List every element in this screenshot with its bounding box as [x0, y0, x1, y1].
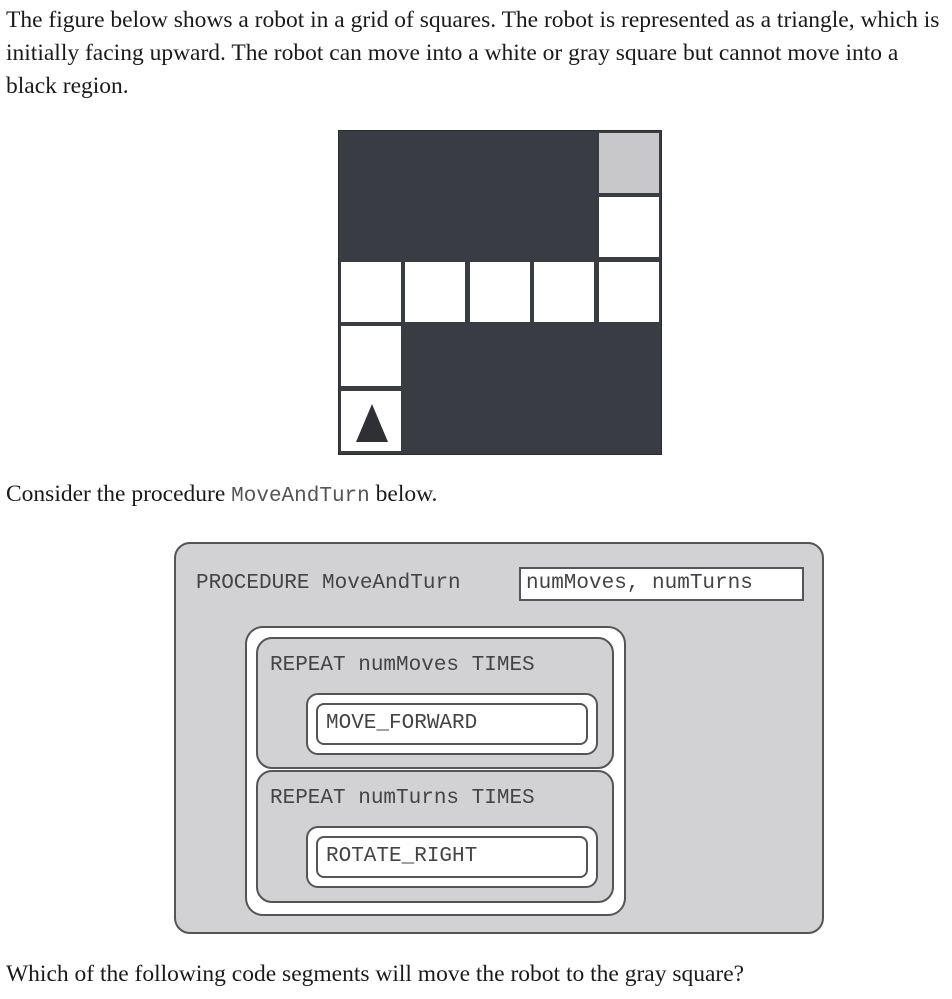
move-forward-inner — [316, 703, 588, 745]
move-forward-command: MOVE_FORWARD — [326, 712, 478, 735]
consider-text-after: below. — [369, 481, 438, 507]
rotate-right-inner — [316, 836, 588, 878]
robot-triangle-icon — [356, 403, 388, 442]
white-square — [339, 259, 403, 324]
consider-paragraph: Consider the procedure MoveAndTurn below… — [6, 478, 437, 513]
white-square — [596, 259, 661, 324]
white-square — [596, 195, 661, 260]
consider-text-before: Consider the procedure — [6, 481, 232, 507]
question-paragraph: Which of the following code segments wil… — [6, 961, 745, 987]
robot-start-square — [339, 388, 403, 453]
gray-square — [596, 131, 661, 195]
intro-paragraph: The figure below shows a robot in a grid… — [6, 7, 940, 99]
repeat-moves-label: REPEAT numMoves TIMES — [270, 654, 535, 677]
procedure-params-box — [519, 567, 804, 601]
procedure-params: numMoves, numTurns — [526, 572, 753, 595]
procedure-header: PROCEDURE MoveAndTurn — [196, 572, 461, 595]
robot-grid — [338, 130, 662, 455]
white-square — [467, 259, 532, 324]
repeat-turns-label: REPEAT numTurns TIMES — [270, 787, 535, 810]
white-square — [532, 259, 597, 324]
white-square — [339, 324, 403, 389]
white-square — [403, 259, 468, 324]
procedure-name-inline: MoveAndTurn — [231, 485, 370, 508]
rotate-right-command: ROTATE_RIGHT — [326, 845, 478, 868]
